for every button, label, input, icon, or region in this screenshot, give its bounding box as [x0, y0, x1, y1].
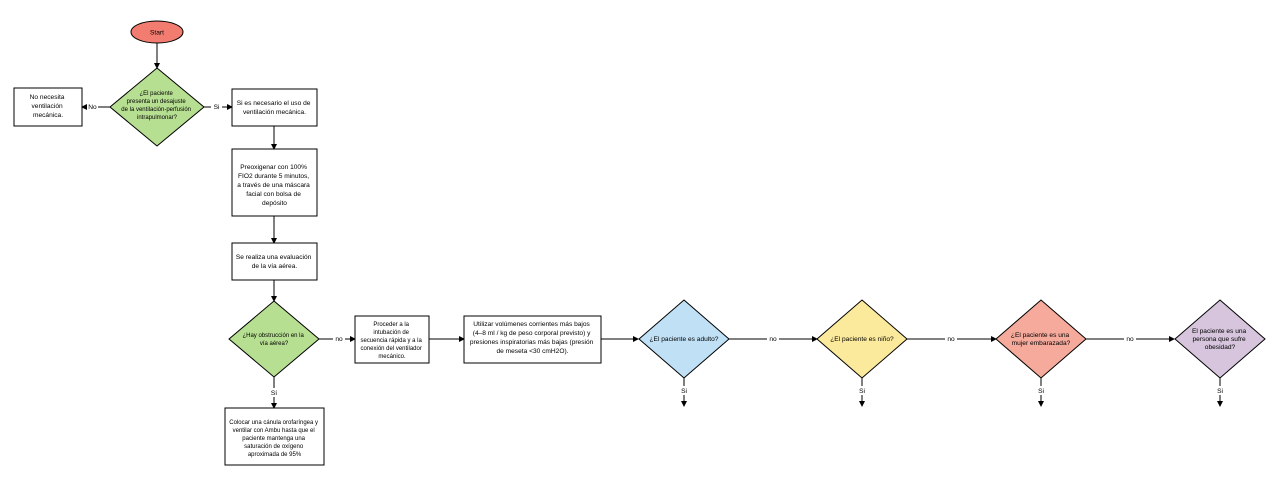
- start-label: Start: [150, 30, 164, 37]
- intubacion-box: Proceder a la intubación de secuencia rá…: [354, 315, 430, 364]
- decision-nino-shape: [816, 299, 908, 379]
- decision-desajuste-text: ¿El paciente presenta un desajuste de la…: [121, 91, 192, 121]
- decision-desajuste-shape: [109, 67, 205, 147]
- decision-adulto-shape: [638, 299, 730, 379]
- decision-obstruccion-shape: [228, 300, 320, 378]
- edge-label-si-obesidad: Si: [1217, 388, 1223, 395]
- decision-obesidad: El paciente es una persona que sufre obe…: [1174, 299, 1266, 379]
- edge-label-no-nino: no: [947, 336, 955, 343]
- evaluacion-box: Se realiza una evaluación de la vía aére…: [231, 242, 318, 281]
- edge-labels: No Si no Sí no no no Si Si Si Si: [87, 102, 1226, 397]
- edge-label-si-embarazada: Si: [1038, 388, 1044, 395]
- no-necesita-text: No necesita ventilación mecánica.: [30, 94, 67, 119]
- decision-obstruccion-text: ¿Hay obstrucción en la vía aérea?: [242, 333, 305, 347]
- canula-box: Colocar una cánula orofaríngea y ventila…: [224, 407, 325, 466]
- edge-label-si-obstruccion: Sí: [271, 390, 277, 397]
- evaluacion-text: Se realiza una evaluación de la vía aére…: [236, 254, 313, 270]
- decision-obesidad-text: El paciente es una persona que sufre obe…: [1192, 328, 1248, 351]
- edge-label-si: Si: [214, 104, 220, 111]
- edge-label-si-nino: Si: [859, 388, 865, 395]
- preoxigenar-text: Preoxigenar con 100% FIO2 durante 5 minu…: [237, 164, 311, 207]
- start-node: Start: [130, 20, 184, 44]
- uso-ventilacion-box: Si es necesario el uso de ventilación me…: [231, 88, 318, 127]
- edge-label-no-obstruccion: no: [335, 336, 343, 343]
- decision-embarazada-text: ¿El paciente es una mujer embarazada?: [1011, 332, 1071, 347]
- decision-adulto: ¿El paciente es adulto?: [638, 299, 730, 379]
- canula-text: Colocar una cánula orofaríngea y ventila…: [229, 420, 319, 458]
- decision-embarazada: ¿El paciente es una mujer embarazada?: [995, 299, 1087, 379]
- decision-nino: ¿El paciente es niño?: [816, 299, 908, 379]
- decision-adulto-text: ¿El paciente es adulto?: [650, 336, 719, 343]
- volumenes-text: Utilizar volúmenes corrientes más bajos …: [470, 321, 595, 355]
- decision-obesidad-shape: [1174, 299, 1266, 379]
- edge-label-no: No: [88, 104, 97, 111]
- uso-ventilacion-text: Si es necesario el uso de ventilación me…: [237, 100, 313, 116]
- preoxigenar-box: Preoxigenar con 100% FIO2 durante 5 minu…: [231, 148, 318, 217]
- decision-nino-text: ¿El paciente es niño?: [830, 336, 894, 343]
- decision-embarazada-shape: [995, 299, 1087, 379]
- edge-label-si-adulto: Si: [681, 388, 687, 395]
- decision-desajuste: ¿El paciente presenta un desajuste de la…: [109, 67, 205, 147]
- decision-obstruccion: ¿Hay obstrucción en la vía aérea?: [228, 300, 320, 378]
- edge-label-no-adulto: no: [769, 336, 777, 343]
- intubacion-text: Proceder a la intubación de secuencia rá…: [360, 322, 423, 360]
- edge-label-no-embarazada: no: [1126, 336, 1134, 343]
- start-ellipse: [130, 20, 184, 44]
- no-necesita-box: No necesita ventilación mecánica.: [13, 87, 83, 127]
- volumenes-box: Utilizar volúmenes corrientes más bajos …: [463, 315, 602, 364]
